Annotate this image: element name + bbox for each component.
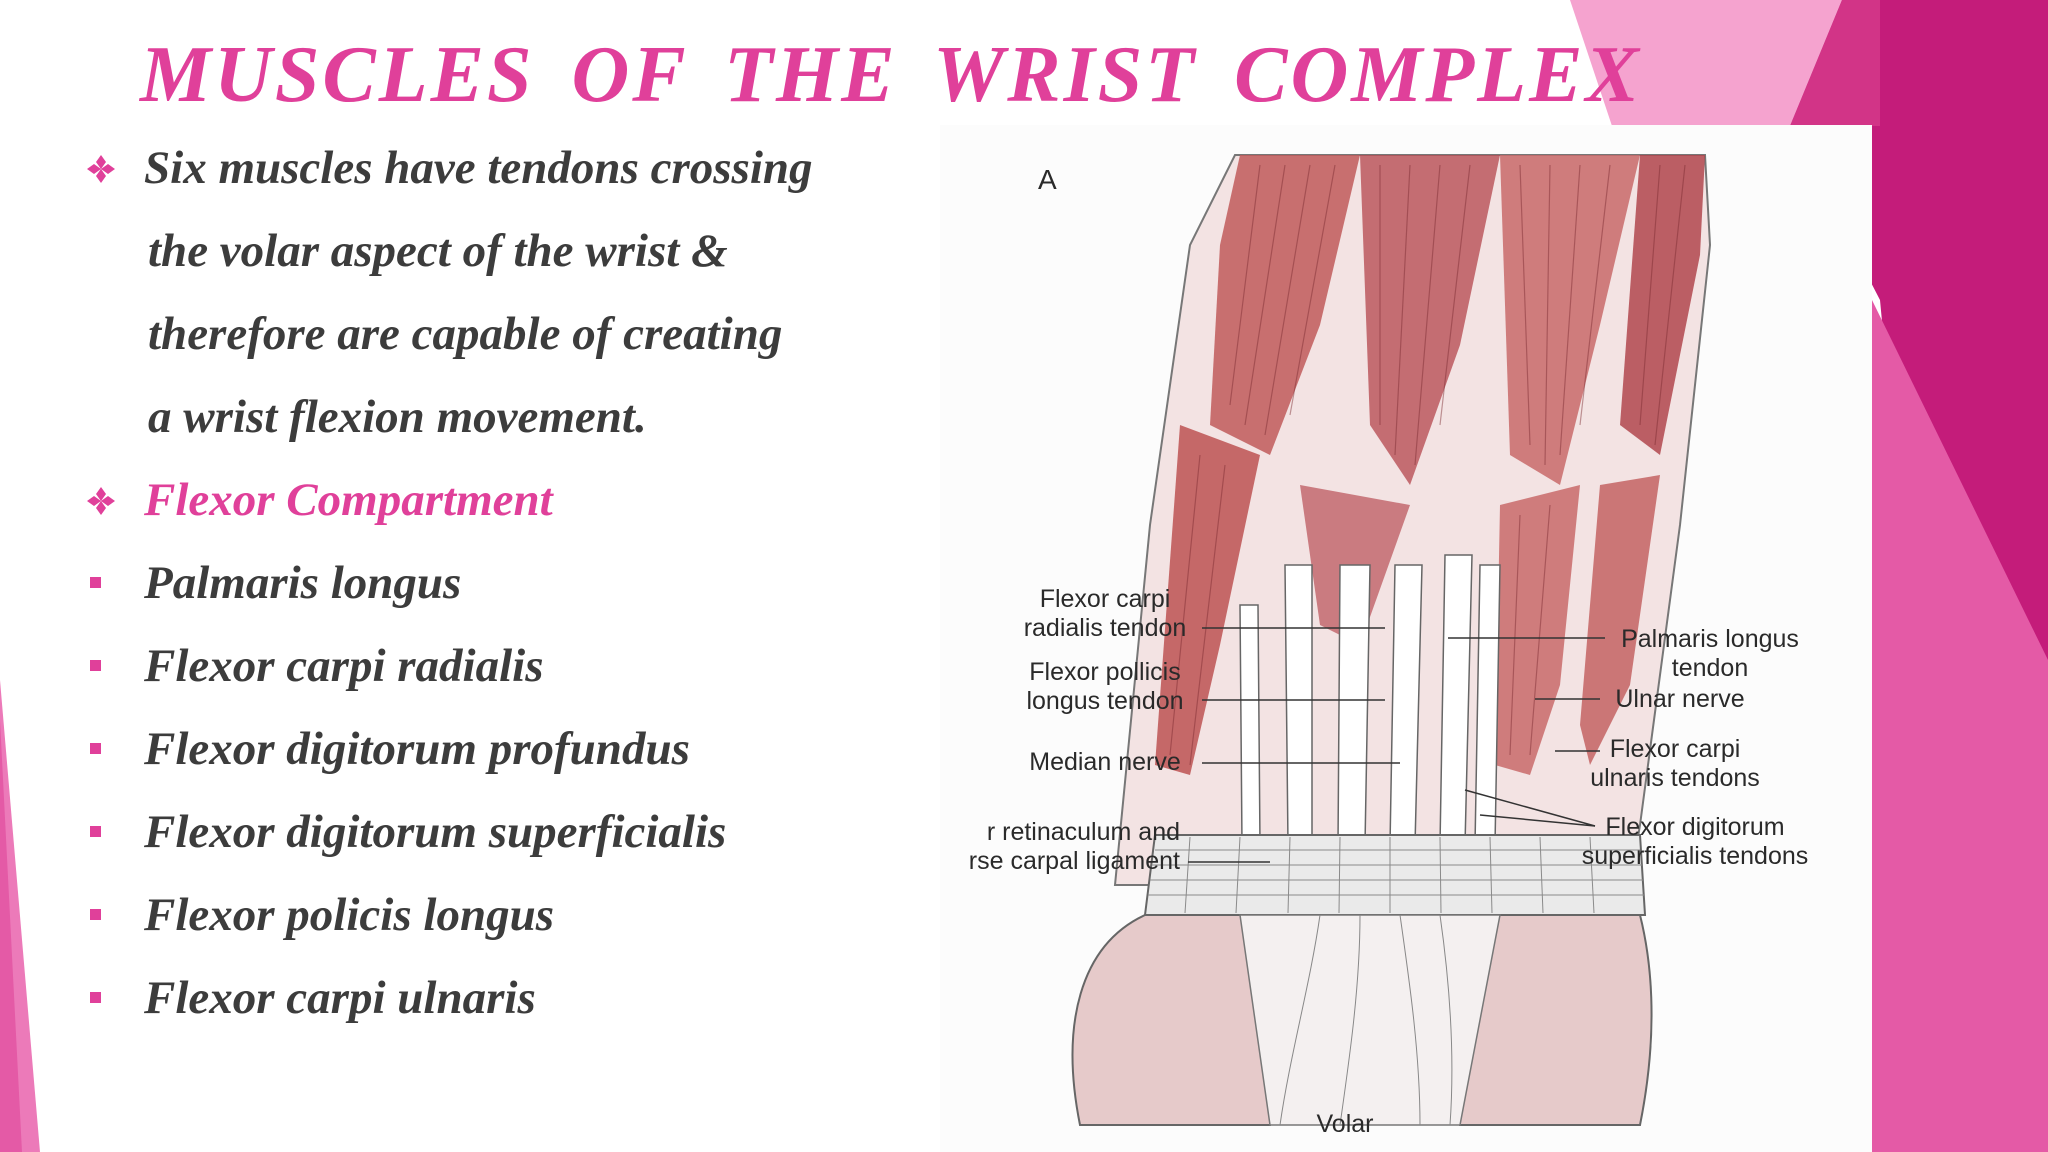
bullet-line-5: Palmaris longus (84, 553, 944, 636)
bullet-list: Six muscles have tendons crossing the vo… (84, 138, 944, 1051)
forearm-illustration (1071, 154, 1712, 1126)
figure-caption-volar: Volar (1316, 1110, 1374, 1138)
diamond-bullet-icon (87, 155, 115, 183)
label-ulnar-nerve: Ulnar nerve (1615, 685, 1745, 713)
label-line: rse carpal ligament (968, 847, 1180, 875)
bullet-text: Flexor carpi ulnaris (144, 972, 536, 1024)
bullet-text: Flexor policis longus (144, 889, 555, 941)
bullet-text: Flexor digitorum superficialis (144, 806, 727, 858)
bullet-text: Palmaris longus (144, 557, 462, 609)
slide-title: MUSCLES OF THE WRIST COMPLEX (140, 31, 1642, 119)
label-line: superficialis tendons (1581, 842, 1809, 870)
deco-dark-strip (1790, 0, 1880, 126)
label-line: Flexor carpi (1609, 735, 1741, 763)
deco-light-triangle (1570, 0, 1842, 126)
label-median-nerve: Median nerve (1029, 748, 1181, 776)
bullet-line-10: Flexor carpi ulnaris (84, 968, 944, 1051)
bullet-text: Flexor Compartment (144, 474, 553, 526)
label-line: r retinaculum and (986, 818, 1180, 846)
square-bullet-icon (90, 909, 101, 920)
bullet-line-9: Flexor policis longus (84, 885, 944, 968)
label-line: tendon (1671, 654, 1749, 682)
label-line: radialis tendon (1023, 614, 1187, 642)
label-line: Flexor carpi (1039, 585, 1171, 613)
wrist-anatomy-figure: A Flexor carpi radialis tendon Flexor po… (940, 125, 1872, 1152)
bullet-line-0: Six muscles have tendons crossing (84, 138, 944, 221)
bullet-line-2: therefore are capable of creating (84, 304, 944, 387)
bullet-line-3: a wrist flexion movement. (84, 387, 944, 470)
label-flexor-carpi-ulnaris-tendons: Flexor carpi ulnaris tendons (1565, 735, 1785, 793)
label-line: Flexor pollicis (1029, 658, 1181, 686)
deco-mid-triangle (1872, 300, 2048, 1152)
label-flexor-retinaculum: r retinaculum and rse carpal ligament (940, 818, 1180, 876)
bullet-line-6: Flexor carpi radialis (84, 636, 944, 719)
bullet-text: Flexor carpi radialis (144, 640, 544, 692)
square-bullet-icon (90, 743, 101, 754)
label-palmaris-longus-tendon: Palmaris longus tendon (1600, 625, 1820, 683)
deco-left-inner-triangle (0, 720, 22, 1152)
label-line: Flexor digitorum (1605, 813, 1785, 841)
square-bullet-icon (90, 826, 101, 837)
bullet-line-4: Flexor Compartment (84, 470, 944, 553)
label-line: Palmaris longus (1621, 625, 1799, 653)
bullet-text: Flexor digitorum profundus (144, 723, 690, 775)
bullet-line-8: Flexor digitorum superficialis (84, 802, 944, 885)
bullet-text: therefore are capable of creating (148, 308, 783, 360)
square-bullet-icon (90, 992, 101, 1003)
label-line: ulnaris tendons (1590, 764, 1760, 792)
label-line: longus tendon (1026, 687, 1184, 715)
label-flexor-pollicis-longus-tendon: Flexor pollicis longus tendon (1010, 658, 1200, 716)
bullet-line-1: the volar aspect of the wrist & (84, 221, 944, 304)
bullet-line-7: Flexor digitorum profundus (84, 719, 944, 802)
bullet-text: Six muscles have tendons crossing (144, 142, 813, 194)
diamond-bullet-icon (87, 487, 115, 515)
square-bullet-icon (90, 660, 101, 671)
label-flexor-digitorum-superficialis-tendons: Flexor digitorum superficialis tendons (1565, 813, 1825, 871)
label-flexor-carpi-radialis-tendon: Flexor carpi radialis tendon (1010, 585, 1200, 643)
bullet-text: a wrist flexion movement. (148, 391, 647, 443)
bullet-text: the volar aspect of the wrist & (148, 225, 728, 277)
square-bullet-icon (90, 577, 101, 588)
figure-panel-letter: A (1038, 164, 1057, 195)
